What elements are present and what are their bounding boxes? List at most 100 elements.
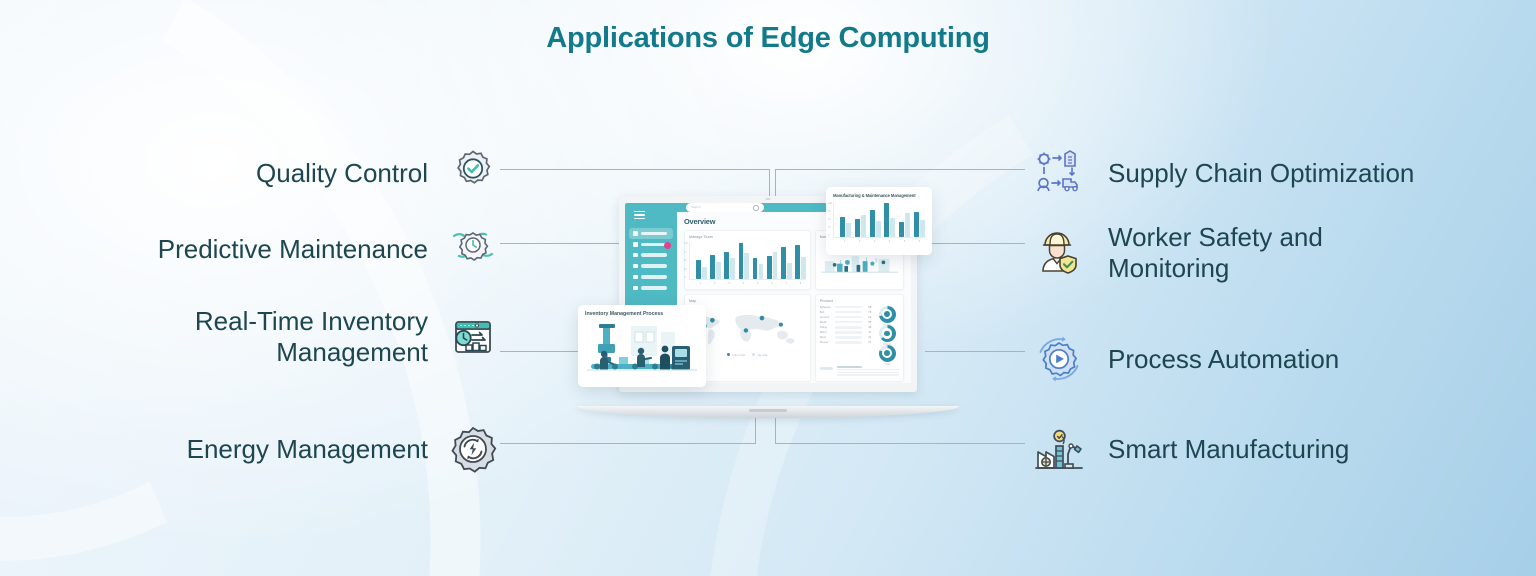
sidebar-item-label — [640, 242, 667, 246]
note-button[interactable] — [819, 366, 833, 370]
item-predictive-maintenance-label: Predictive Maintenance — [157, 233, 428, 264]
chat-icon — [633, 263, 638, 269]
bar-group — [738, 242, 750, 279]
product-bar-track — [834, 321, 863, 324]
bar-group — [899, 202, 911, 237]
x-axis-tick: 6 — [771, 281, 773, 285]
product-bar-track — [834, 336, 863, 339]
menu-icon[interactable] — [634, 211, 645, 219]
product-value: 76 — [868, 310, 872, 314]
sidebar-item-calendar[interactable] — [629, 272, 673, 283]
product-row: Motor 41 — [820, 331, 872, 334]
product-bar-track — [834, 331, 863, 334]
x-axis-tick: 1 — [843, 239, 846, 243]
bar-group — [884, 202, 896, 237]
product-name: Motor — [819, 330, 827, 334]
item-supply-chain-label: Supply Chain Optimization — [1108, 157, 1415, 188]
map-legend: Active Units Idle Units — [689, 352, 806, 357]
product-value: 27 — [868, 341, 872, 345]
account-icon — [633, 252, 638, 258]
item-smart-manufacturing[interactable]: Smart Manufacturing — [1032, 422, 1502, 476]
card-title: Map — [689, 298, 697, 303]
bar — [772, 251, 778, 279]
product-value: 41 — [868, 330, 872, 334]
bar — [724, 251, 730, 279]
bar — [854, 218, 860, 237]
item-quality-control[interactable]: Quality Control — [60, 146, 500, 200]
sidebar-item-report[interactable] — [629, 282, 673, 293]
card-title: Product — [819, 298, 833, 303]
product-name: Diode — [819, 320, 827, 324]
bar — [869, 209, 875, 237]
product-value: 33 — [868, 336, 872, 340]
bar — [905, 212, 911, 237]
product-name: Sensor — [819, 341, 829, 345]
product-bar-track — [834, 326, 863, 329]
laptop-base — [577, 406, 959, 418]
item-process-automation[interactable]: Process Automation — [1032, 332, 1502, 386]
product-bar-track — [834, 305, 863, 309]
bar — [766, 256, 772, 279]
connector-smart-manufacturing — [775, 443, 1025, 444]
bar — [696, 259, 701, 279]
item-energy-management-label: Energy Management — [186, 433, 428, 464]
bar — [716, 261, 721, 279]
x-axis-tick: 4 — [888, 239, 891, 243]
message-icon — [633, 242, 638, 247]
sidebar-item-message[interactable] — [629, 239, 673, 250]
wrench-gear-icon — [446, 222, 500, 276]
note-row — [819, 365, 899, 378]
bar — [781, 247, 786, 279]
bar — [860, 215, 866, 237]
connector-quality-control — [500, 169, 770, 170]
gauge-core — [884, 350, 891, 356]
product-bar-track — [834, 315, 863, 319]
x-axis-tick: 7 — [785, 281, 787, 285]
item-realtime-inventory[interactable]: Real-Time Inventory Management — [60, 306, 500, 367]
gauge-core — [884, 311, 891, 317]
item-worker-safety-label: Worker Safety and Monitoring — [1108, 222, 1323, 283]
floating-card-manufacturing: Manufacturing & Maintenance Management 1… — [826, 187, 932, 255]
search-input[interactable]: Search — [686, 203, 764, 212]
report-icon — [633, 285, 638, 291]
bar — [786, 262, 792, 279]
bar — [890, 218, 896, 237]
floating-card-title: Manufacturing & Maintenance Management — [833, 193, 916, 198]
bar — [846, 223, 852, 237]
sidebar-item-chat[interactable] — [629, 261, 673, 272]
item-supply-chain[interactable]: Supply Chain Optimization — [1032, 146, 1502, 200]
item-energy-management[interactable]: Energy Management — [60, 422, 500, 476]
search-placeholder: Search — [691, 205, 701, 210]
bar-group — [795, 242, 806, 279]
floating-card-title: Inventory Management Process — [585, 311, 664, 317]
x-axis-tick: 8 — [799, 281, 802, 285]
sidebar-item-label — [640, 286, 667, 290]
sidebar-item-dashboard[interactable] — [629, 228, 673, 239]
item-predictive-maintenance[interactable]: Predictive Maintenance — [30, 222, 500, 276]
energy-gear-icon — [446, 422, 500, 476]
sidebar-item-label — [640, 264, 667, 268]
floating-card-inventory: Inventory Management Process — [578, 305, 706, 387]
item-worker-safety[interactable]: Worker Safety and Monitoring — [1032, 222, 1502, 283]
x-axis-tick: 4 — [742, 281, 744, 285]
gauge: Uptime — [878, 325, 896, 346]
bar-group — [840, 202, 852, 237]
x-axis-tick: 1 — [699, 281, 702, 285]
bar — [710, 254, 715, 279]
bar-group — [854, 202, 866, 237]
bar — [701, 267, 707, 279]
dashboard-icon — [633, 231, 638, 236]
gauge-core — [884, 330, 891, 337]
product-row: Sensor 27 — [820, 341, 872, 344]
sidebar-item-account[interactable] — [629, 250, 673, 261]
